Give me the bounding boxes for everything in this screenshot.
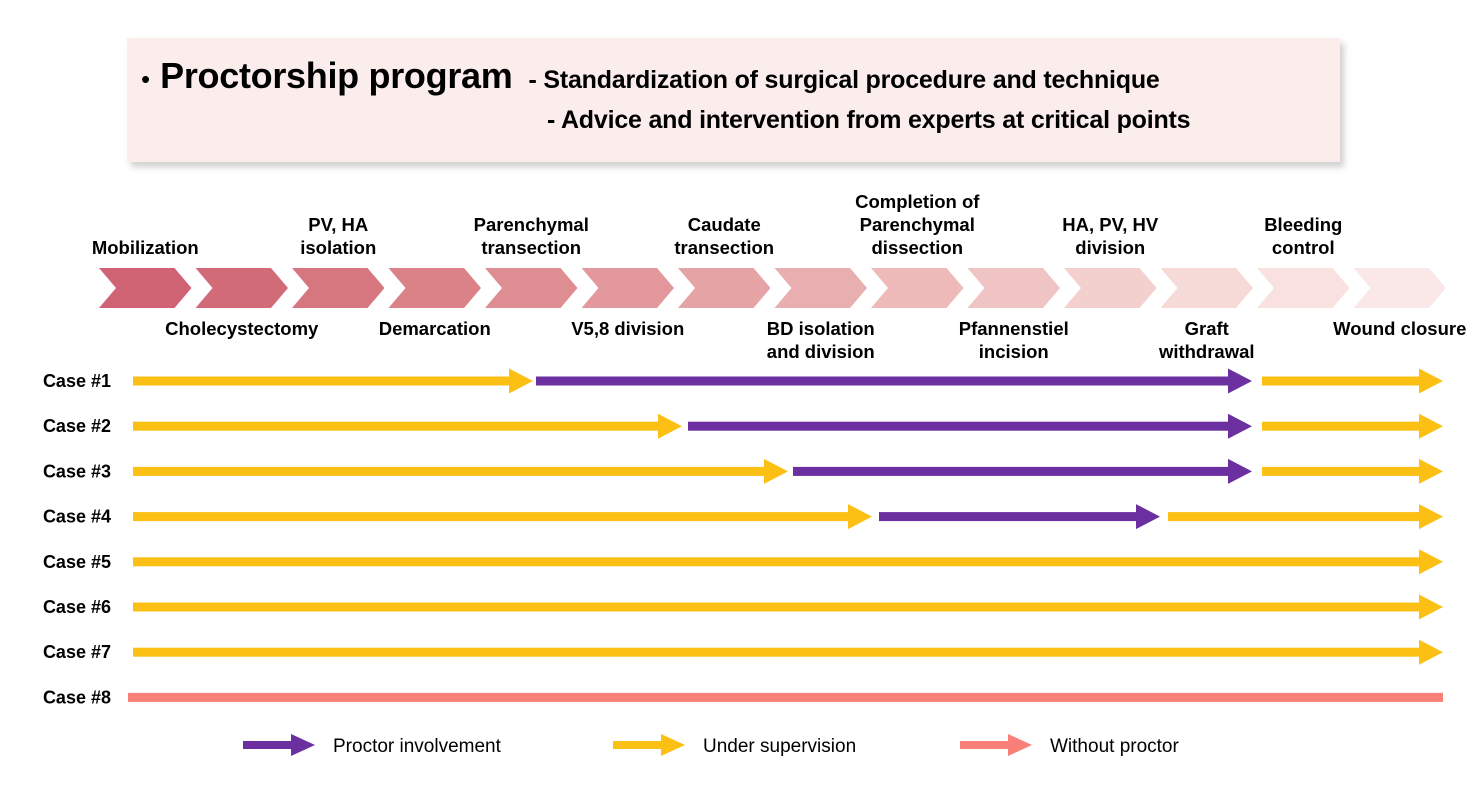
- timeline-segment-under-supervision: [133, 466, 764, 476]
- case-row-label: Case #3: [43, 461, 111, 481]
- arrow-head-icon: [1228, 458, 1252, 484]
- arrow-head-icon: [1419, 368, 1443, 394]
- case-row: [133, 368, 1443, 394]
- case-row-label: Case #1: [43, 371, 111, 391]
- case-row: [133, 549, 1443, 575]
- process-chevron-band: [99, 268, 1446, 308]
- arrow-head-icon: [1228, 413, 1252, 439]
- process-step-chevron: [581, 268, 674, 308]
- legend-swatch: [613, 741, 661, 749]
- process-step-chevron: [1353, 268, 1446, 308]
- legend-swatch: [960, 741, 1008, 749]
- process-step-chevron: [485, 268, 578, 308]
- arrow-head-icon: [1419, 504, 1443, 530]
- process-step-chevron: [967, 268, 1060, 308]
- process-step-chevron: [1257, 268, 1350, 308]
- process-step-label: Cholecystectomy: [165, 318, 319, 339]
- legend-label: Proctor involvement: [333, 736, 502, 757]
- process-step-chevron: [99, 268, 192, 308]
- arrow-head-icon: [509, 368, 533, 394]
- page-title: Proctorship program: [160, 55, 513, 96]
- legend-arrow-head-icon: [661, 734, 685, 756]
- header-line-primary: • Proctorship program - Standardization …: [141, 55, 1160, 97]
- arrow-head-icon: [1228, 368, 1252, 394]
- case-row-label: Case #6: [43, 597, 111, 617]
- header-subtitle-2: - Advice and intervention from experts a…: [547, 106, 1191, 134]
- chart-legend: Proctor involvement Under supervision With…: [243, 734, 1179, 757]
- timeline-segment-under-supervision: [133, 376, 509, 386]
- timeline-segment-proctor-involvement: [536, 376, 1228, 386]
- process-step-label: V5,8 division: [571, 318, 684, 339]
- timeline-segment-under-supervision: [133, 421, 658, 431]
- case-row-labels: Case #1 Case #2 Case #3 Case #4 Case #5 Case …: [43, 371, 111, 707]
- legend-label: Under supervision: [703, 736, 856, 757]
- arrow-head-icon: [1419, 458, 1443, 484]
- case-row: [133, 594, 1443, 620]
- arrow-head-icon: [658, 413, 682, 439]
- header-callout-box: • Proctorship program - Standardization …: [127, 38, 1340, 162]
- bullet-icon: •: [141, 64, 151, 94]
- arrow-head-icon: [1419, 413, 1443, 439]
- process-step-chevron: [1064, 268, 1157, 308]
- timeline-segment-proctor-involvement: [793, 466, 1228, 476]
- case-row: [133, 504, 1443, 530]
- case-row-label: Case #5: [43, 552, 111, 572]
- timeline-segment-under-supervision: [1168, 512, 1419, 522]
- header-subtitle-1: - Standardization of surgical procedure …: [528, 66, 1160, 94]
- case-row-label: Case #2: [43, 416, 111, 436]
- process-step-label: Mobilization: [92, 237, 199, 258]
- case-row: [133, 639, 1443, 665]
- timeline-segment-proctor-involvement: [879, 512, 1136, 522]
- process-step-label: Wound closure: [1333, 318, 1466, 339]
- arrow-head-icon: [764, 458, 788, 484]
- process-step-chevron: [1160, 268, 1253, 308]
- legend-item-under-supervision: Under supervision: [613, 734, 856, 757]
- arrow-head-icon: [1419, 594, 1443, 620]
- process-step-chevron: [292, 268, 385, 308]
- arrow-head-icon: [848, 504, 872, 530]
- process-step-chevron: [774, 268, 867, 308]
- legend-swatch: [243, 741, 291, 749]
- timeline-segment-under-supervision: [1262, 376, 1419, 386]
- timeline-segment-without-proctor: [128, 692, 1443, 702]
- case-row-label: Case #4: [43, 507, 111, 527]
- timeline-segment-proctor-involvement: [688, 421, 1228, 431]
- process-step-chevron: [678, 268, 771, 308]
- case-arrow-rows: [128, 368, 1443, 702]
- process-step-chevron: [195, 268, 288, 308]
- process-step-chevron: [388, 268, 481, 308]
- legend-item-without-proctor: Without proctor: [960, 734, 1179, 757]
- case-row-label: Case #7: [43, 642, 111, 662]
- case-row: [128, 692, 1443, 702]
- case-row: [133, 458, 1443, 484]
- arrow-head-icon: [1136, 504, 1160, 530]
- legend-item-proctor-involvement: Proctor involvement: [243, 734, 502, 757]
- arrow-head-icon: [1419, 549, 1443, 575]
- process-step-label: Demarcation: [379, 318, 491, 339]
- process-step-chevron: [871, 268, 964, 308]
- timeline-segment-under-supervision: [133, 647, 1419, 657]
- arrow-head-icon: [1419, 639, 1443, 665]
- timeline-segment-under-supervision: [133, 512, 848, 522]
- case-row: [133, 413, 1443, 439]
- legend-label: Without proctor: [1050, 736, 1179, 757]
- timeline-segment-under-supervision: [133, 557, 1419, 567]
- legend-arrow-head-icon: [1008, 734, 1032, 756]
- legend-arrow-head-icon: [291, 734, 315, 756]
- case-row-label: Case #8: [43, 687, 111, 707]
- timeline-segment-under-supervision: [1262, 466, 1419, 476]
- timeline-segment-under-supervision: [1262, 421, 1419, 431]
- timeline-segment-under-supervision: [133, 602, 1419, 612]
